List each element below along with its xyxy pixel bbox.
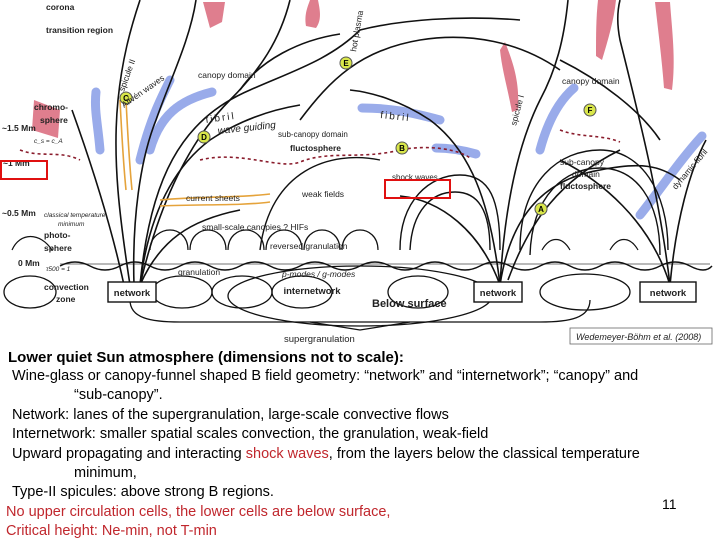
caption-bullet-shock: Upward propagating and interacting shock… [6, 445, 712, 484]
current-sheets [119, 99, 271, 207]
marker-b: B [399, 144, 405, 153]
label-reversed-granulation: reversed granulation [270, 241, 348, 251]
label-zone: zone [56, 294, 76, 304]
marker-e: E [343, 59, 349, 68]
caption-bullet-shock-pre: Upward propagating and interacting [12, 445, 246, 462]
caption-red-line-2: Critical height: Ne-min, not T-min [6, 523, 217, 540]
label-fluctosphere: fluctosphere [290, 143, 341, 153]
marker-d: D [201, 133, 207, 142]
label-small-scale-canopies: small-scale canopies ? HIFs [202, 222, 308, 232]
label-corona: corona [46, 2, 75, 12]
caption-bullet-shock-highlight: shock waves [245, 445, 329, 462]
caption-bullet-geometry-line1: Wine-glass or canopy-funnel shaped B fie… [12, 368, 639, 384]
small-canopies [11, 229, 639, 251]
label-convection: convection [44, 282, 89, 292]
label-shock-waves: shock waves [392, 173, 438, 182]
marker-c: C [123, 94, 129, 103]
caption-bullet-shock-line2: minimum, [74, 465, 137, 482]
label-current-sheets: current sheets [186, 193, 240, 203]
label-photosphere-1: photo- [44, 230, 71, 240]
page-number: 11 [662, 496, 677, 512]
blue-fibrils [91, 75, 707, 220]
label-1-mm: ~1 Mm [3, 158, 30, 168]
label-cs-ca: c_s = c_A [34, 138, 63, 145]
label-fibril-left: fibril [205, 111, 237, 126]
bottom-labels: Below surface supergranulation Wedemeyer… [284, 298, 713, 345]
shock-fronts [19, 129, 621, 165]
caption-bullet-spicules: Type-II spicules: above strong B regions… [12, 484, 274, 501]
label-fibril-mid: fibril [380, 110, 411, 124]
label-supergranulation: supergranulation [284, 334, 355, 345]
box-network-3: network [650, 288, 687, 299]
caption-block: Lower quiet Sun atmosphere (dimensions n… [6, 348, 712, 542]
label-tau-500: τ500 = 1 [46, 266, 71, 273]
label-spicule-ii: spicule II [116, 58, 137, 93]
diagram-markers: A B C D E F [119, 56, 597, 216]
red-field-regions [32, 0, 674, 138]
box-internetwork: internetwork [283, 286, 341, 297]
highlight-box-shock [384, 179, 451, 199]
solar-atmosphere-diagram: network network network internetwork A B… [2, 0, 713, 345]
magnetic-field-lines [71, 0, 707, 286]
label-weak-fields: weak fields [301, 189, 344, 199]
marker-f: F [588, 106, 593, 115]
caption-bullet-internetwork: Internetwork: smaller spatial scales con… [12, 426, 489, 443]
label-0-mm: 0 Mm [18, 258, 40, 268]
canopy-arcs [259, 149, 669, 256]
label-granulation: granulation [178, 267, 220, 277]
caption-title: Lower quiet Sun atmosphere (dimensions n… [8, 349, 404, 366]
caption-bullet-geometry-line2: “sub-canopy”. [74, 387, 163, 404]
region-labels: canopy domain canopy domain sub-canopy d… [34, 9, 709, 279]
marker-a: A [538, 205, 544, 214]
network-boxes: network network network internetwork [107, 281, 697, 303]
label-1-5-mm: ~1.5 Mm [2, 123, 36, 133]
caption-bullet-network: Network: lanes of the supergranulation, … [12, 406, 449, 423]
label-hot-plasma: hot plasma [348, 9, 365, 52]
label-sub-canopy-right-2: domain [572, 169, 600, 179]
side-labels: corona transition region chromo- sphere … [2, 2, 113, 304]
label-chromosphere-1: chromo- [34, 102, 68, 112]
citation: Wedemeyer-Böhm et al. (2008) [576, 332, 701, 342]
label-chromosphere-2: sphere [40, 115, 68, 125]
granulation-line [59, 261, 713, 271]
label-classical-temp-2: minimum [58, 221, 85, 228]
label-canopy-domain-left: canopy domain [198, 70, 256, 80]
label-sub-canopy-domain: sub-canopy domain [278, 130, 348, 139]
highlight-box-left [0, 160, 48, 180]
caption-red-line-1: No upper circulation cells, the lower ce… [6, 503, 391, 520]
label-canopy-domain-right: canopy domain [562, 76, 620, 86]
label-transition-region: transition region [46, 25, 113, 35]
box-network-2: network [480, 288, 517, 299]
label-classical-temp-1: classical temperature [44, 212, 106, 219]
label-below-surface: Below surface [372, 298, 447, 310]
label-p-modes: p-modes / g-modes [281, 269, 356, 279]
caption-bullet-shock-post: , from the layers below the classical te… [328, 445, 640, 462]
label-sub-canopy-right-1: sub-canopy [560, 157, 605, 167]
label-photosphere-2: sphere [44, 243, 72, 253]
box-network-1: network [114, 288, 151, 299]
label-0-5-mm: ~0.5 Mm [2, 208, 36, 218]
caption-bullet-geometry: Wine-glass or canopy-funnel shaped B fie… [6, 367, 712, 406]
label-fluctosphere-right: fluctosphere [560, 181, 611, 191]
